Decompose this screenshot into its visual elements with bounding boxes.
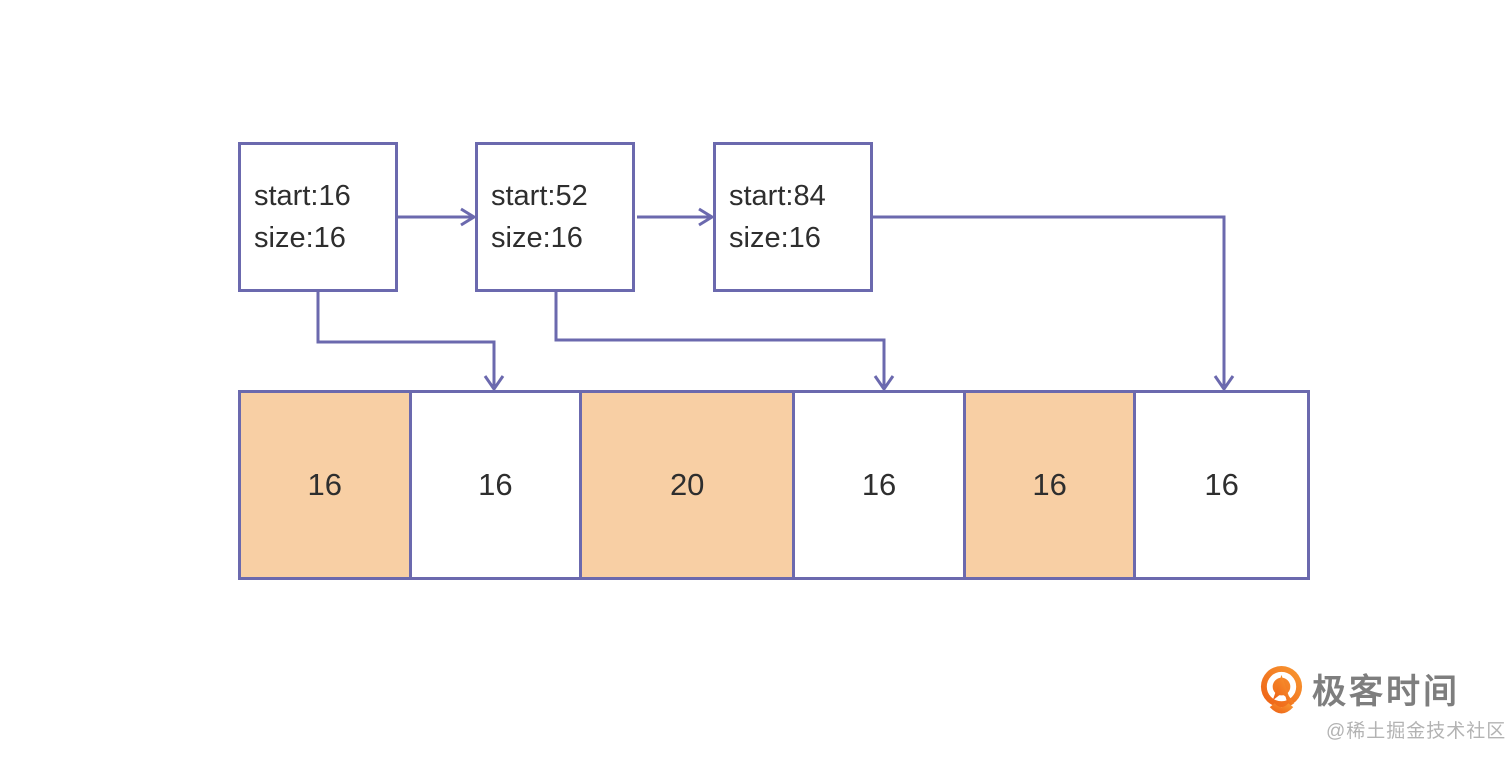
arrow-node2-block4 (554, 292, 886, 386)
memory-block-label: 16 (478, 467, 513, 502)
node-start-label: start:52 (491, 180, 588, 212)
memory-block-label: 16 (1032, 467, 1067, 502)
node-start-label: start:84 (729, 180, 826, 212)
memory-block-4: 16 (795, 393, 966, 577)
free-list-node-1: start:16 size:16 (238, 142, 398, 292)
arrow-node2-block4-head (873, 375, 895, 392)
free-list-node-3: start:84 size:16 (713, 142, 873, 292)
memory-block-label: 16 (307, 467, 343, 502)
memory-block-2: 16 (411, 393, 583, 577)
node-size-label: size:16 (729, 222, 821, 254)
node-start-label: start:16 (254, 180, 351, 212)
memory-block-1: 16 (241, 393, 412, 577)
arrow-node3-block6-head (1213, 375, 1235, 392)
memory-block-label: 16 (861, 467, 897, 502)
memory-row: 16 16 20 16 16 16 (238, 390, 1310, 580)
community-watermark: @稀土掘金技术社区 (1326, 721, 1507, 742)
memory-block-3: 20 (582, 393, 796, 577)
memory-block-label: 20 (669, 467, 705, 502)
arrow-node1-block2-head (483, 375, 505, 392)
arrow-node1-block2 (316, 292, 496, 386)
arrow-node2-node3-head (698, 207, 715, 227)
memory-block-5: 16 (965, 393, 1137, 577)
geektime-logo-icon (1260, 666, 1303, 714)
brand-name: 极客时间 (1312, 672, 1460, 711)
geektime-logo: 极客时间 (1258, 664, 1460, 719)
node-size-label: size:16 (491, 222, 583, 254)
memory-block-label: 16 (1204, 467, 1239, 502)
free-list-node-2: start:52 size:16 (475, 142, 635, 292)
memory-block-6: 16 (1136, 393, 1307, 577)
arrow-node3-block6 (873, 215, 1226, 386)
arrow-node1-node2-head (460, 207, 477, 227)
node-size-label: size:16 (254, 222, 346, 254)
